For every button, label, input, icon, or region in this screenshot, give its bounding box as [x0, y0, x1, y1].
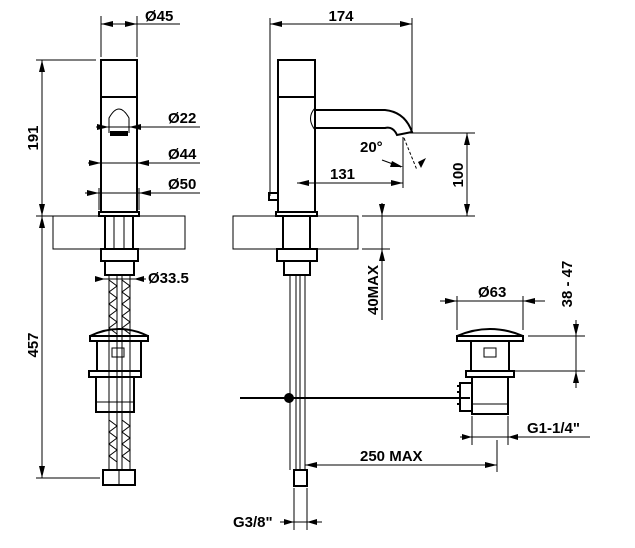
- hose-connector-side: [293, 469, 308, 487]
- dim-spout-angle: 20°: [360, 139, 383, 156]
- counter-section-front: [52, 215, 186, 250]
- flex-hoses-side: [289, 275, 306, 470]
- dim-counter-thickness: 40MAX: [365, 265, 382, 315]
- side-view: 174 20° 131 100 40MAX 250 MAX G3/8": [232, 8, 498, 531]
- dim-spout-reach: 131: [330, 166, 355, 183]
- dim-waste-diameter: Ø63: [478, 284, 506, 301]
- dim-total-height: 457: [25, 332, 42, 357]
- flex-hoses-front: [108, 275, 131, 470]
- pop-up-knob: [268, 192, 279, 201]
- shank-front: [104, 215, 134, 250]
- spout: [315, 109, 414, 137]
- dim-shank-diameter: Ø33.5: [148, 270, 189, 287]
- dim-rod-length: 250 MAX: [360, 448, 423, 465]
- dim-hose-thread: G3/8": [233, 514, 273, 531]
- dim-aerator-diameter: Ø22: [168, 110, 196, 127]
- counter-section-side: [232, 215, 359, 250]
- pop-up-waste: Ø63 38 - 47 G1-1/4": [440, 261, 590, 445]
- dim-spout-height: 100: [450, 162, 467, 187]
- dim-body-diameter: Ø44: [168, 146, 197, 163]
- front-view: Ø45 Ø22 Ø44 Ø50 191 457 Ø33.5: [25, 8, 200, 486]
- faucet-body-side: [277, 59, 316, 213]
- dim-height-above: 191: [25, 125, 42, 150]
- mounting-nut: [100, 248, 139, 262]
- dim-depth: 174: [328, 8, 354, 25]
- dim-top-diameter: Ø45: [145, 8, 173, 25]
- dim-waste-thread: G1-1/4": [527, 420, 580, 437]
- dim-waste-height: 38 - 47: [559, 261, 576, 308]
- waste-front: [88, 328, 149, 413]
- dim-base-diameter: Ø50: [168, 176, 196, 193]
- aerator-outline: [108, 108, 130, 133]
